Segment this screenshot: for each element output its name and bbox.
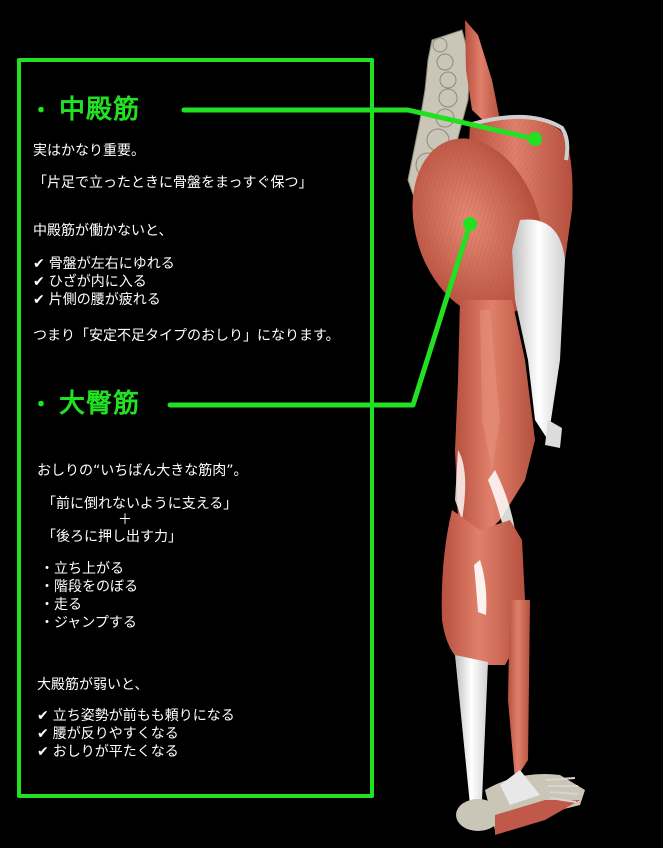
list-item: ✔骨盤が左右にゆれる (33, 256, 175, 272)
dot-icon: ・ (40, 597, 54, 613)
pointer-gluteus-medius (181, 107, 538, 142)
pointer-lines (167, 107, 538, 408)
check-icon: ✔ (33, 274, 45, 290)
heading-gluteus-medius: ・中殿筋 (30, 97, 140, 123)
dot-icon: ・ (40, 561, 54, 577)
gluteus-maximus-intro: おしりの“いちばん大きな筋肉”。 (37, 463, 248, 479)
dot-icon: ・ (40, 579, 54, 595)
pointer-dot-gluteus-medius (528, 132, 542, 146)
check-icon: ✔ (33, 256, 45, 272)
info-box (17, 58, 374, 798)
achilles-tendon (455, 655, 488, 805)
list-item: ・階段をのぼる (40, 579, 138, 595)
list-item: ✔おしりが平たくなる (37, 744, 179, 760)
foot-bones (456, 770, 585, 835)
plus-icon: ＋ (118, 512, 132, 528)
list-item: ✔片側の腰が疲れる (33, 292, 161, 308)
bullet-icon: ・ (30, 393, 54, 418)
back-muscle (465, 20, 500, 125)
gluteus-maximus-effects: ✔立ち姿勢が前もも頼りになる ✔腰が反りやすくなる ✔おしりが平たくなる (37, 707, 235, 761)
bullet-icon: ・ (30, 99, 54, 124)
list-item: ・立ち上がる (40, 561, 124, 577)
gluteus-maximus-actions: ・立ち上がる ・階段をのぼる ・走る ・ジャンプする (40, 560, 138, 632)
list-item: ✔ひざが内に入る (33, 274, 147, 290)
check-icon: ✔ (33, 292, 45, 308)
heading-title: 大臀筋 (59, 389, 141, 419)
check-icon: ✔ (37, 708, 49, 724)
list-item: ✔立ち姿勢が前もも頼りになる (37, 708, 235, 724)
list-item: ・走る (40, 597, 82, 613)
gluteus-maximus-role-2: 「後ろに押し出す力」 (42, 529, 182, 545)
check-icon: ✔ (37, 726, 49, 742)
gluteus-maximus-role-1: 「前に倒れないように支える」 (42, 496, 238, 512)
pointer-gluteus-maximus (167, 221, 473, 408)
gluteus-medius-intro: 実はかなり重要。 (33, 143, 145, 159)
it-band (512, 219, 565, 440)
pointer-dot-gluteus-maximus (463, 217, 477, 231)
gluteus-maximus-condition: 大殿筋が弱いと、 (37, 677, 149, 693)
gluteus-medius-conclusion: つまり「安定不足タイプのおしり」になります。 (33, 328, 340, 344)
check-icon: ✔ (37, 744, 49, 760)
gluteus-medius-condition: 中殿筋が働かないと、 (33, 223, 173, 239)
dot-icon: ・ (40, 615, 54, 631)
gluteus-medius-quote: 「片足で立ったときに骨盤をまっすぐ保つ」 (33, 175, 313, 191)
list-item: ・ジャンプする (40, 615, 137, 631)
heading-title: 中殿筋 (59, 95, 141, 125)
gluteus-medius-effects: ✔骨盤が左右にゆれる ✔ひざが内に入る ✔片側の腰が疲れる (33, 255, 175, 309)
heading-gluteus-maximus: ・大臀筋 (30, 391, 140, 417)
list-item: ✔腰が反りやすくなる (37, 726, 179, 742)
